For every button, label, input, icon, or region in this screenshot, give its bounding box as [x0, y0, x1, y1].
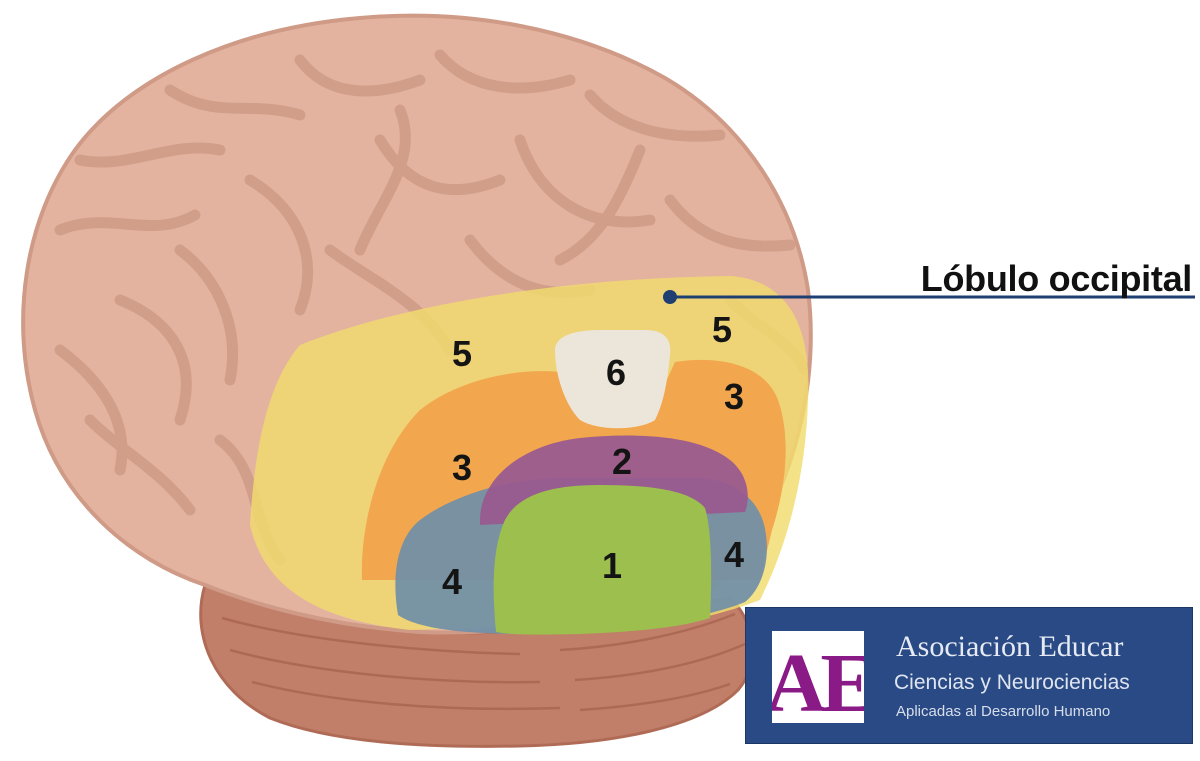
area-1-number: 1 [602, 545, 622, 586]
ae-logo-icon: AE [772, 631, 864, 723]
logo-tagline: Aplicadas al Desarrollo Humano [896, 703, 1110, 720]
area-2-number: 2 [612, 441, 632, 482]
area-6-number: 6 [606, 352, 626, 393]
occipital-lobe-label: Lóbulo occipital [921, 258, 1192, 300]
area-3-left-number: 3 [452, 447, 472, 488]
area-5-right-number: 5 [712, 309, 732, 350]
area-3-right-number: 3 [724, 376, 744, 417]
ae-logo-mark: AE [772, 631, 864, 723]
association-logo-banner: AE Asociación Educar Ciencias y Neurocie… [745, 607, 1193, 744]
callout-dot [663, 290, 677, 304]
logo-title: Asociación Educar [896, 630, 1123, 664]
area-5-left-number: 5 [452, 333, 472, 374]
area-4-right-number: 4 [724, 534, 744, 575]
logo-subtitle: Ciencias y Neurociencias [894, 671, 1130, 695]
area-4-left-number: 4 [442, 561, 462, 602]
ae-logo-letters: AE [772, 637, 864, 723]
